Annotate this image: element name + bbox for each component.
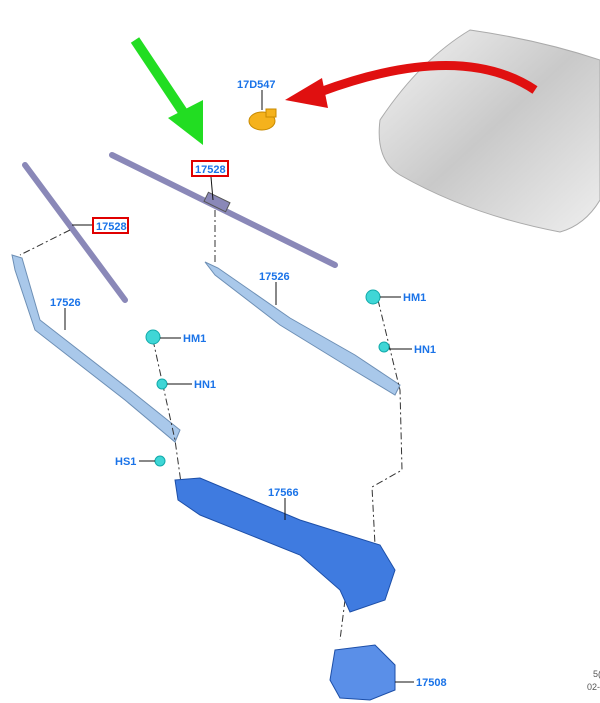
highlight-box xyxy=(92,217,129,234)
red-arrowhead-icon xyxy=(285,78,328,108)
cap-right xyxy=(365,289,381,305)
red-arrow-icon xyxy=(318,61,538,97)
label-linkage: 17566 xyxy=(268,487,299,499)
wiper-arm-left xyxy=(11,254,181,443)
highlight-box xyxy=(191,160,229,177)
wiper-blade-left xyxy=(22,162,128,303)
label-nut-left: HN1 xyxy=(194,379,216,391)
sensor-connector xyxy=(265,108,277,118)
label-arm-left: 17526 xyxy=(50,297,81,309)
label-blade-left: 17528 xyxy=(96,221,127,233)
wiper-linkage xyxy=(174,477,396,613)
centerline xyxy=(339,599,346,641)
cap-left xyxy=(145,329,161,345)
label-blade-right: 17528 xyxy=(195,164,226,176)
green-arrow-icon xyxy=(130,37,190,118)
label-sensor: 17D547 xyxy=(237,79,276,91)
windshield xyxy=(378,29,600,233)
reference-line-1: 5( xyxy=(593,669,600,679)
centerline xyxy=(152,339,183,491)
wiper-motor xyxy=(329,644,396,701)
label-nut-right: HN1 xyxy=(414,344,436,356)
wiper-arm-right xyxy=(204,261,401,396)
reference-line-2: 02- xyxy=(587,682,600,692)
green-arrowhead-icon xyxy=(168,100,203,145)
label-arm-right: 17526 xyxy=(259,271,290,283)
label-motor: 17508 xyxy=(416,677,447,689)
nut-left xyxy=(156,378,168,390)
label-screw: HS1 xyxy=(115,456,136,468)
centerline xyxy=(371,299,403,546)
nut-right xyxy=(378,341,390,353)
label-cap-right: HM1 xyxy=(403,292,426,304)
centerline xyxy=(19,229,71,256)
screw xyxy=(154,455,166,467)
blade-adapter-right xyxy=(203,191,231,213)
label-cap-left: HM1 xyxy=(183,333,206,345)
